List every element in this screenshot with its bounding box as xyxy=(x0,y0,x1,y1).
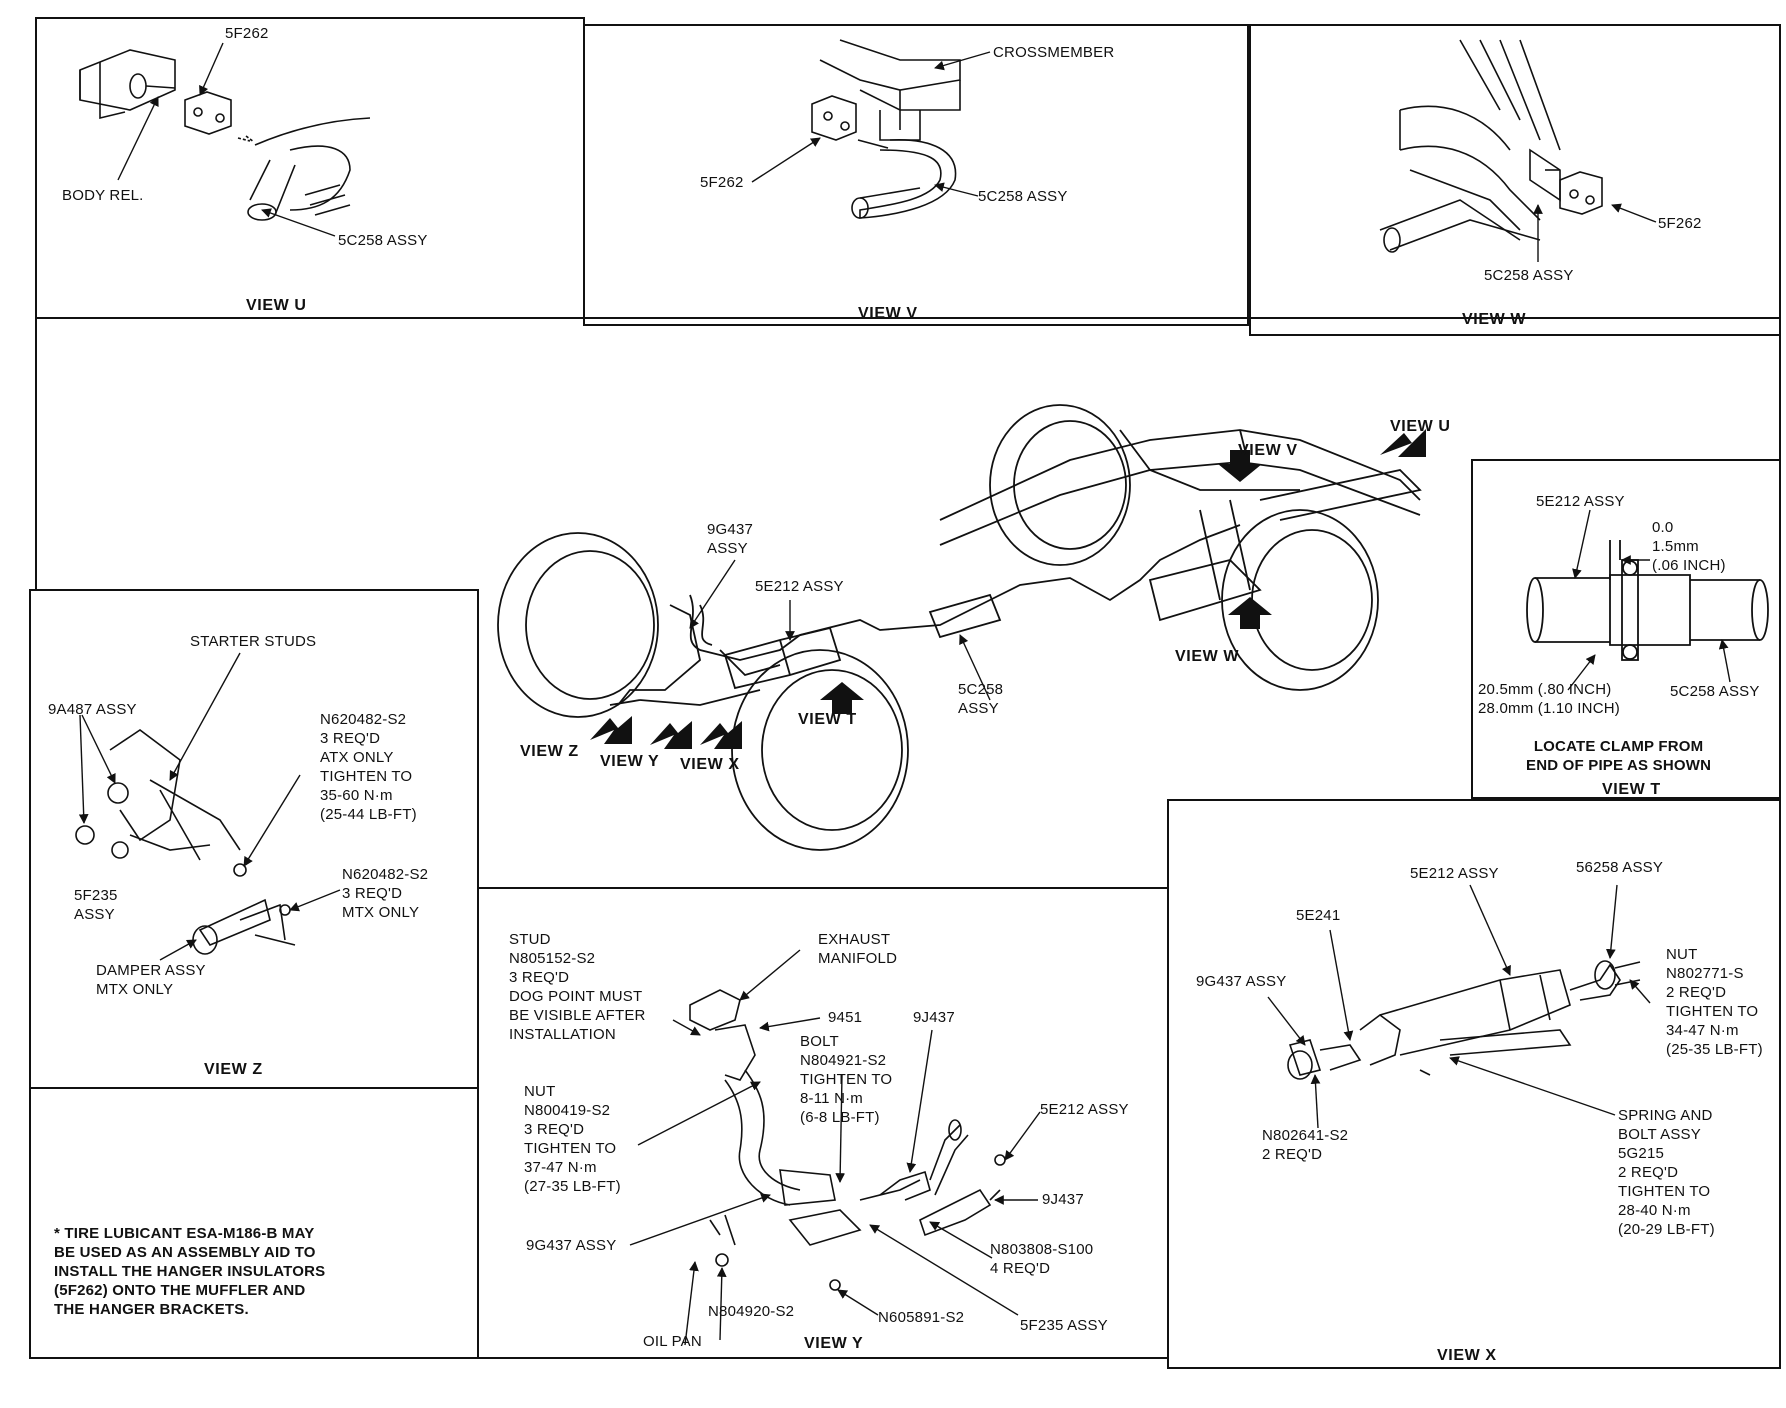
view-y-label-stud: STUD N805152-S2 3 REQ'D DOG POINT MUST B… xyxy=(509,931,646,1043)
view-z-label-n620482-atx: N620482-S2 3 REQ'D ATX ONLY TIGHTEN TO 3… xyxy=(320,711,417,823)
panel-view-w xyxy=(1249,24,1781,336)
main-view-callout-arrows xyxy=(590,429,1426,749)
view-y-drawing xyxy=(689,989,1006,1291)
view-v-title: VIEW V xyxy=(858,305,918,322)
panel-view-t xyxy=(1471,459,1781,799)
view-t-dim-distance: 20.5mm (.80 INCH) 28.0mm (1.10 INCH) xyxy=(1478,681,1620,717)
view-y-title: VIEW Y xyxy=(804,1335,864,1352)
view-y-label-9j437-bottom: 9J437 xyxy=(1042,1191,1084,1208)
view-z-label-starter-studs: STARTER STUDS xyxy=(190,633,317,650)
view-z-drawing xyxy=(75,729,296,955)
view-x-label-nut: NUT N802771-S 2 REQ'D TIGHTEN TO 34-47 N… xyxy=(1666,946,1763,1058)
panel-view-y xyxy=(477,887,1169,1359)
view-t-title: VIEW T xyxy=(1602,781,1661,798)
view-t-note: LOCATE CLAMP FROM END OF PIPE AS SHOWN xyxy=(1526,738,1712,774)
view-u-label-body-rel: BODY REL. xyxy=(62,187,144,204)
view-x-label-spring-bolt: SPRING AND BOLT ASSY 5G215 2 REQ'D TIGHT… xyxy=(1618,1107,1715,1238)
view-y-label-9g437: 9G437 ASSY xyxy=(526,1237,617,1254)
view-y-label-n803808: N803808-S100 4 REQ'D xyxy=(990,1241,1094,1277)
view-z-label-5f235: 5F235 ASSY xyxy=(74,887,118,923)
main-callout-view-u: VIEW U xyxy=(1390,418,1451,435)
panel-footnote xyxy=(29,1087,479,1359)
view-x-label-9g437: 9G437 ASSY xyxy=(1196,973,1287,990)
view-v-label-5c258: 5C258 ASSY xyxy=(978,188,1068,205)
main-callout-view-w: VIEW W xyxy=(1175,648,1240,665)
view-w-label-5f262: 5F262 xyxy=(1658,215,1702,232)
main-callout-view-v: VIEW V xyxy=(1238,442,1298,459)
view-v-label-crossmember: CROSSMEMBER xyxy=(993,44,1115,61)
view-y-label-n605891: N605891-S2 xyxy=(878,1309,965,1326)
view-v-drawing xyxy=(811,39,961,219)
view-u-label-5f262: 5F262 xyxy=(225,25,269,42)
view-x-title: VIEW X xyxy=(1437,1347,1497,1364)
panel-view-z xyxy=(29,589,479,1089)
view-u-title: VIEW U xyxy=(246,297,307,314)
panel-view-x xyxy=(1167,799,1781,1369)
panel-view-v xyxy=(583,24,1249,326)
view-y-label-9451: 9451 xyxy=(828,1009,863,1026)
main-callout-view-z: VIEW Z xyxy=(520,743,579,760)
view-v-label-5f262: 5F262 xyxy=(700,174,744,191)
main-label-5e212: 5E212 ASSY xyxy=(755,578,844,595)
view-z-title: VIEW Z xyxy=(204,1061,263,1078)
view-y-label-bolt: BOLT N804921-S2 TIGHTEN TO 8-11 N·m (6-8… xyxy=(800,1033,893,1126)
main-label-9g437: 9G437 ASSY xyxy=(707,521,754,557)
main-label-5c258: 5C258 ASSY xyxy=(958,681,1004,717)
view-x-label-5e212: 5E212 ASSY xyxy=(1410,865,1499,882)
view-t-label-5e212: 5E212 ASSY xyxy=(1536,493,1625,510)
view-w-title: VIEW W xyxy=(1462,311,1527,328)
view-y-label-nut: NUT N800419-S2 3 REQ'D TIGHTEN TO 37-47 … xyxy=(524,1083,621,1195)
main-callout-view-y: VIEW Y xyxy=(600,753,660,770)
view-y-label-exhaust-manifold: EXHAUST MANIFOLD xyxy=(818,931,898,967)
view-w-label-5c258: 5C258 ASSY xyxy=(1484,267,1574,284)
view-t-label-5c258: 5C258 ASSY xyxy=(1670,683,1760,700)
view-u-label-5c258: 5C258 ASSY xyxy=(338,232,428,249)
view-y-label-n804920: N804920-S2 xyxy=(708,1303,795,1320)
main-callout-view-x: VIEW X xyxy=(680,756,740,773)
view-x-label-n802641: N802641-S2 2 REQ'D xyxy=(1262,1127,1349,1163)
view-y-label-oil-pan: OIL PAN xyxy=(643,1333,702,1350)
view-z-label-9a487: 9A487 ASSY xyxy=(48,701,137,718)
view-y-label-5e212: 5E212 ASSY xyxy=(1040,1101,1129,1118)
main-callout-view-t: VIEW T xyxy=(798,711,857,728)
view-x-label-56258: 56258 ASSY xyxy=(1576,859,1664,876)
view-z-label-n620482-mtx: N620482-S2 3 REQ'D MTX ONLY xyxy=(342,866,429,921)
view-y-label-5f235: 5F235 ASSY xyxy=(1020,1317,1108,1334)
view-w-drawing xyxy=(1379,39,1603,253)
view-z-label-damper: DAMPER ASSY MTX ONLY xyxy=(96,962,206,998)
view-t-dim-gap: 0.0 1.5mm (.06 INCH) xyxy=(1652,519,1726,574)
footnote: * TIRE LUBICANT ESA-M186-B MAY BE USED A… xyxy=(54,1225,326,1318)
view-y-label-9j437-top: 9J437 xyxy=(913,1009,955,1026)
view-x-drawing xyxy=(1287,960,1641,1080)
panel-view-u xyxy=(35,17,585,319)
view-x-label-5e241: 5E241 xyxy=(1296,907,1341,924)
main-chassis-drawing xyxy=(497,404,1422,851)
